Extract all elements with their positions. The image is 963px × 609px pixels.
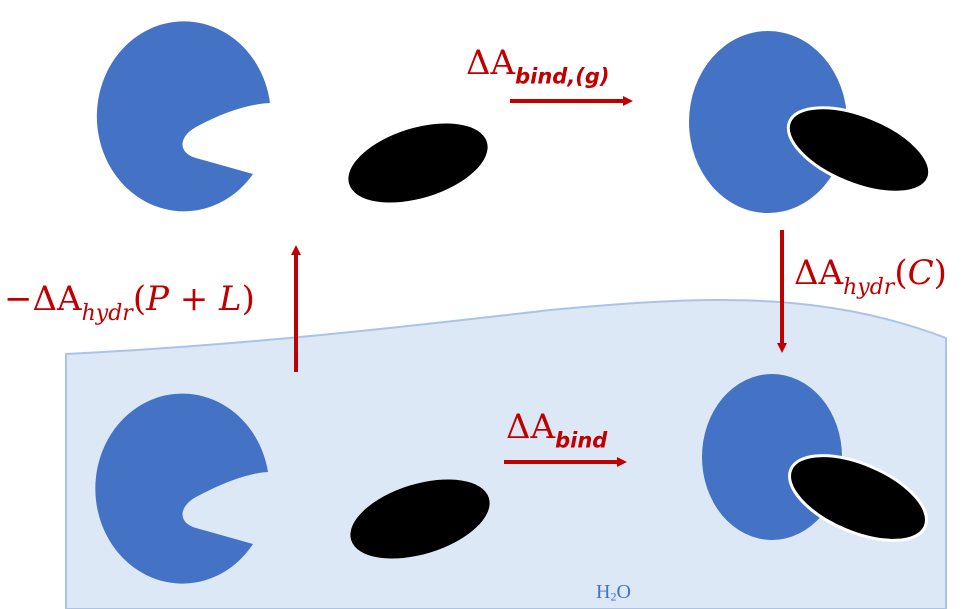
- ligand-gas-separate: [348, 123, 488, 203]
- protein-gas-separate: [96, 21, 270, 212]
- complex-solution: [702, 374, 928, 542]
- label-hydr-separate: −ΔAhydr(P + L): [4, 279, 255, 326]
- protein-solution-separate: [95, 393, 268, 584]
- complex-gas: [689, 31, 932, 213]
- label-hydr-complex: ΔAhydr(C): [794, 253, 947, 300]
- label-bind-gas: ΔAbind,(g): [466, 43, 610, 89]
- ligand-solution-separate: [350, 479, 490, 559]
- water-label: H2O: [596, 581, 631, 604]
- label-bind-solution: ΔAbind: [506, 407, 608, 453]
- water-region: [65, 299, 947, 609]
